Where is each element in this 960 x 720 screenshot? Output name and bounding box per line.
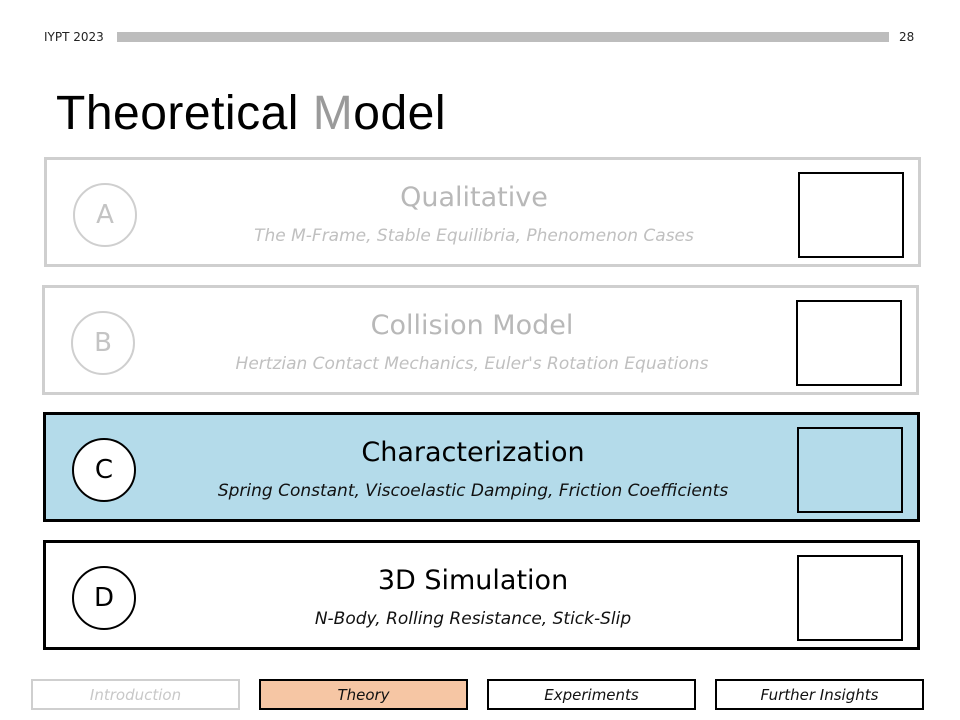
section-heading: Collision Model (370, 310, 574, 341)
section-subtitle: Hertzian Contact Mechanics, Euler's Rota… (235, 354, 709, 374)
section-letter-badge: D (72, 566, 136, 630)
header-label: IYPT 2023 (44, 30, 104, 44)
title-main: Theoretical (56, 87, 313, 140)
nav-tab-theory[interactable]: Theory (259, 679, 468, 710)
section-heading: 3D Simulation (377, 565, 569, 596)
section-b[interactable]: B Collision Model Hertzian Contact Mecha… (42, 285, 919, 395)
section-thumbnail (797, 555, 903, 641)
section-letter-badge: A (73, 183, 137, 247)
nav-tab-further-insights[interactable]: Further Insights (715, 679, 924, 710)
section-c[interactable]: C Characterization Spring Constant, Visc… (43, 412, 920, 522)
section-letter-badge: C (72, 438, 136, 502)
section-subtitle: The M-Frame, Stable Equilibria, Phenomen… (254, 226, 694, 246)
nav-tab-experiments[interactable]: Experiments (487, 679, 696, 710)
section-thumbnail (797, 427, 903, 513)
section-heading: Characterization (361, 437, 585, 468)
title-dim-letter: M (312, 87, 354, 140)
section-letter-badge: B (71, 311, 135, 375)
section-thumbnail (798, 172, 904, 258)
page-title: Theoretical Model (56, 86, 446, 141)
section-a[interactable]: A Qualitative The M-Frame, Stable Equili… (44, 157, 921, 267)
nav-tab-introduction[interactable]: Introduction (31, 679, 240, 710)
section-subtitle: N-Body, Rolling Resistance, Stick-Slip (314, 609, 632, 629)
section-heading: Qualitative (400, 182, 548, 213)
progress-bar (117, 32, 889, 42)
section-thumbnail (796, 300, 902, 386)
page-number: 28 (899, 30, 915, 44)
title-rest: odel (353, 87, 447, 140)
section-d[interactable]: D 3D Simulation N-Body, Rolling Resistan… (43, 540, 920, 650)
section-subtitle: Spring Constant, Viscoelastic Damping, F… (217, 481, 729, 501)
